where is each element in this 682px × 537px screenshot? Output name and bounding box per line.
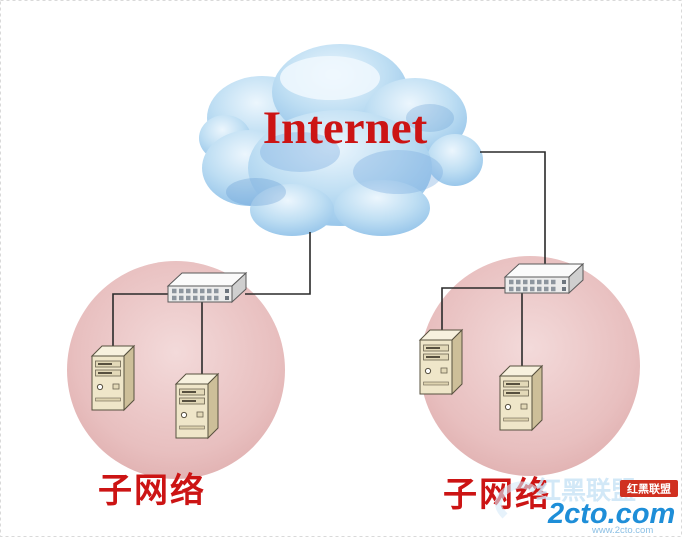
watermark: 红黑联盟 2cto.com 红黑联盟 www.2cto.com — [495, 476, 678, 536]
watermark-swirl — [495, 481, 538, 519]
left-server-2-icon — [175, 373, 219, 439]
watermark-badge — [620, 480, 678, 497]
left-subnet-label: 子网络 — [98, 471, 206, 510]
watermark-site-text: 2cto.com — [547, 498, 675, 530]
watermark-badge-text: 红黑联盟 — [627, 482, 671, 496]
watermark-faint-text: 红黑联盟 — [536, 476, 636, 505]
connection-cloud-to-right-switch — [480, 151, 546, 268]
watermark-url-text: www.2cto.com — [591, 525, 653, 536]
right-server-2-icon — [499, 365, 543, 431]
internet-label: Internet — [263, 102, 428, 154]
left-network-switch-icon — [168, 273, 246, 302]
connection-right-switch-to-server1 — [441, 287, 509, 334]
connection-lines — [112, 151, 546, 378]
connection-left-switch-to-server1 — [112, 293, 172, 350]
left-subnet-circle — [67, 261, 285, 479]
internet-cloud-icon — [199, 44, 483, 236]
left-server-1-icon — [91, 345, 135, 411]
connection-cloud-to-left-switch — [245, 232, 311, 295]
right-network-switch-icon — [505, 264, 583, 293]
right-server-1-icon — [419, 329, 463, 395]
